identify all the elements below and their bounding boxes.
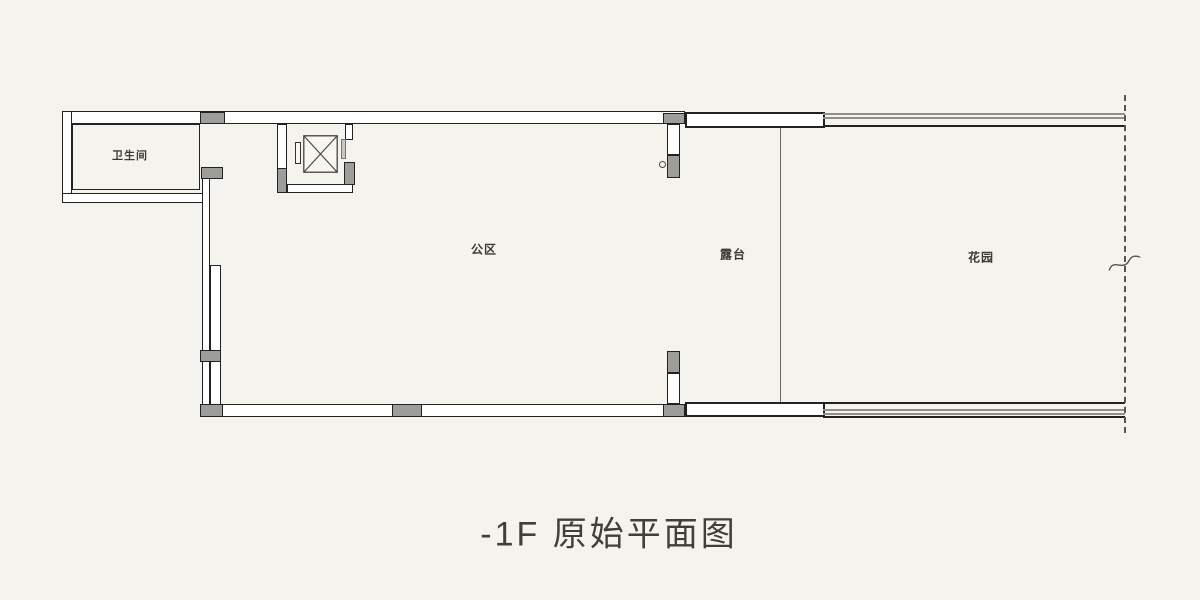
wall-stub-top (667, 124, 680, 155)
break-mark-icon (1108, 255, 1141, 271)
circle-marker-icon (659, 161, 666, 168)
elevator-door-slab (295, 142, 301, 164)
column (663, 113, 685, 124)
wall-bathroom-bottom (62, 193, 210, 203)
wall-bathroom-left (62, 111, 72, 203)
column (200, 404, 223, 417)
fence-bottom-line (823, 416, 1125, 418)
fence-top-line (823, 117, 1125, 119)
plan-title: -1F 原始平面图 (480, 515, 738, 554)
column (200, 112, 225, 124)
column (667, 351, 680, 373)
wall-left-lower-extension (210, 265, 221, 406)
column (667, 155, 680, 178)
fence-bottom-line (823, 409, 1125, 411)
fence-top-line (823, 113, 1125, 115)
room-label-public-area: 公区 (470, 242, 498, 257)
column (200, 350, 221, 362)
column (663, 404, 685, 417)
wall-top-main (62, 111, 685, 124)
elevator-column-right (344, 162, 355, 185)
wall-terrace-parapet-bottom (685, 402, 825, 417)
wall-left-main (202, 178, 210, 406)
elevator-column-left (277, 168, 287, 193)
room-label-terrace: 露台 (719, 247, 747, 262)
wall-bottom-main (200, 404, 685, 417)
elevator-wall-bottom (287, 184, 353, 193)
column (392, 404, 422, 417)
elevator-wall-right (345, 124, 353, 140)
wall-stub-bottom (667, 373, 680, 404)
room-label-bathroom: 卫生间 (112, 150, 148, 162)
fence-top-line (823, 125, 1125, 127)
room-label-garden: 花园 (967, 250, 995, 265)
boundary-dashed-line (1124, 95, 1126, 433)
wall-terrace-parapet-top (685, 112, 825, 128)
bathroom-room-outline (72, 124, 200, 190)
elevator-shaft-icon (303, 135, 338, 173)
elevator-door-track (341, 139, 346, 159)
column (201, 167, 223, 179)
fence-bottom-line (823, 413, 1125, 415)
fence-bottom-line (823, 402, 1125, 404)
terrace-garden-divider (780, 128, 781, 402)
elevator-wall-left (277, 124, 287, 170)
